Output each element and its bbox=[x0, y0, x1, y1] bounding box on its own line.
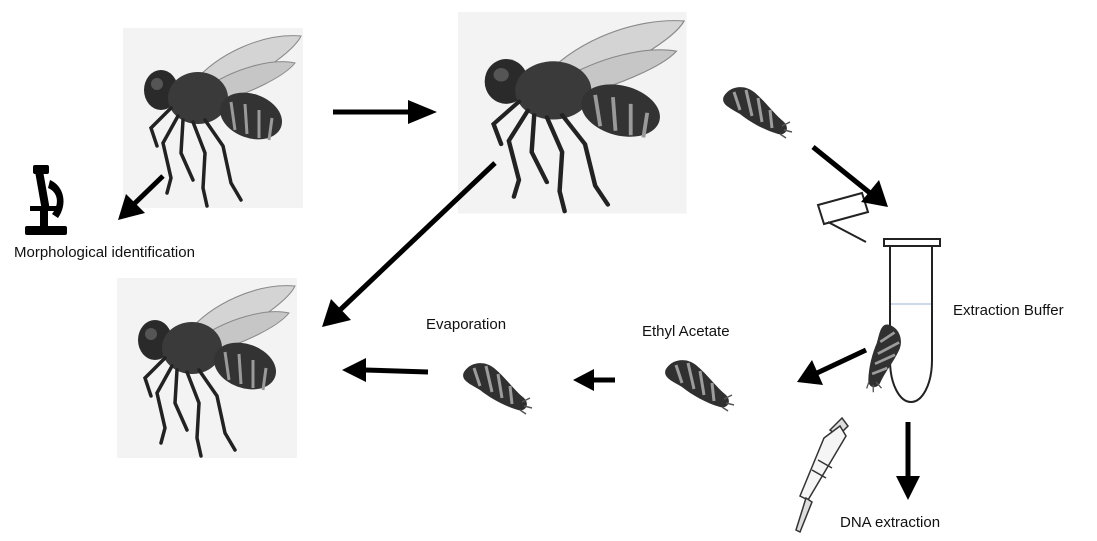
arrow-ethyl-to-evaporation bbox=[573, 369, 615, 391]
morphological-identification-label: Morphological identification bbox=[14, 244, 195, 261]
extraction-buffer-label: Extraction Buffer bbox=[953, 302, 1064, 319]
fly-abdomen-ethyl bbox=[665, 360, 734, 411]
arrow-fly-to-fly bbox=[333, 100, 437, 124]
ethyl-acetate-label: Ethyl Acetate bbox=[642, 323, 730, 340]
arrow-tube-to-ethyl bbox=[797, 350, 866, 385]
microscope-icon bbox=[25, 165, 67, 235]
fly-photo-top-left bbox=[123, 28, 303, 208]
arrow-tube-to-dna bbox=[896, 422, 920, 500]
arrow-fly-to-bottom-fly bbox=[322, 163, 495, 327]
fly-abdomen-evaporation bbox=[463, 363, 532, 414]
arrow-evaporation-to-fly bbox=[342, 358, 428, 382]
evaporation-label: Evaporation bbox=[426, 316, 506, 333]
fly-photo-bottom-left bbox=[117, 278, 297, 458]
fly-abdomen-top-right bbox=[723, 87, 792, 138]
fly-photo-top-center bbox=[458, 12, 687, 214]
dna-extraction-label: DNA extraction bbox=[840, 514, 940, 531]
